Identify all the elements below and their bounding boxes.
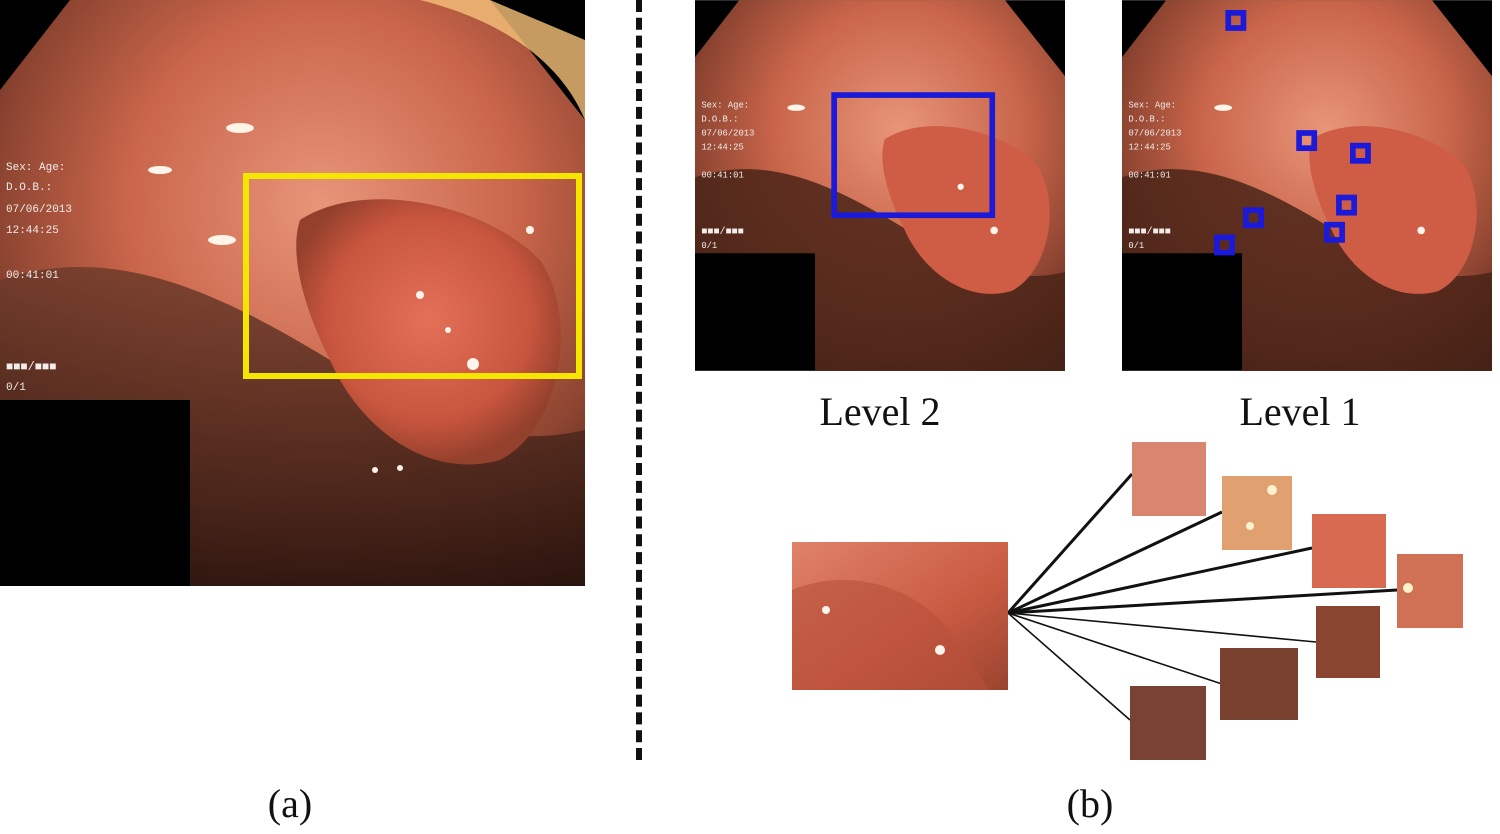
- patch-fan-diagram: [792, 442, 1463, 760]
- patch-7: [1130, 686, 1206, 760]
- patch-3: [1312, 514, 1386, 588]
- patch-6: [1220, 648, 1298, 720]
- region-box-blue: [831, 92, 996, 219]
- endoscopy-image-level2: Sex: Age: D.O.B.: 07/06/2013 12:44:25 00…: [695, 0, 1065, 371]
- patch-1: [1132, 442, 1206, 516]
- label-a: (a): [267, 781, 313, 826]
- l2-overlay-line-3: 07/06/2013: [701, 129, 754, 139]
- label-b: (b): [1066, 781, 1114, 826]
- overlay-line-3: 07/06/2013: [6, 204, 72, 216]
- level2-label: Level 2: [819, 389, 941, 434]
- l2-overlay-line-1: Sex: Age:: [701, 101, 749, 111]
- dashed-divider: [636, 0, 642, 760]
- l1-overlay-line-3: 07/06/2013: [1128, 129, 1181, 139]
- l1-overlay-line-2: D.O.B.:: [1128, 115, 1165, 125]
- overlay-line-7: 0/1: [6, 382, 26, 394]
- region-box-yellow: [243, 173, 582, 379]
- level1-label: Level 1: [1239, 389, 1361, 434]
- l1-overlay-line-6: ■■■/■■■: [1128, 226, 1170, 238]
- patch-marker-7: [1214, 234, 1235, 256]
- l1-overlay-line-4: 12:44:25: [1128, 142, 1170, 152]
- endoscopy-image-level1: Sex: Age: D.O.B.: 07/06/2013 12:44:25 00…: [1122, 0, 1492, 371]
- patch-2: [1222, 476, 1292, 550]
- overlay-line-5: 00:41:01: [6, 270, 59, 282]
- l2-overlay-line-6: ■■■/■■■: [701, 226, 743, 238]
- patch-5: [1316, 606, 1380, 678]
- l2-overlay-line-4: 12:44:25: [701, 142, 743, 152]
- l2-overlay-line-5: 00:41:01: [701, 170, 743, 180]
- overlay-line-4: 12:44:25: [6, 225, 59, 237]
- l1-overlay-line-7: 0/1: [1128, 241, 1144, 251]
- patch-marker-4: [1336, 194, 1357, 216]
- patch-marker-3: [1350, 142, 1371, 164]
- endoscopy-image-a: Sex: Age: D.O.B.: 07/06/2013 12:44:25 00…: [0, 0, 585, 586]
- l1-overlay-line-5: 00:41:01: [1128, 170, 1170, 180]
- patch-marker-5: [1243, 207, 1264, 229]
- l1-overlay-line-1: Sex: Age:: [1128, 101, 1176, 111]
- patch-marker-2: [1296, 130, 1318, 152]
- l2-overlay-line-2: D.O.B.:: [701, 115, 738, 125]
- overlay-line-6: ■■■/■■■: [6, 360, 56, 374]
- patch-marker-6: [1324, 221, 1345, 243]
- overlay-line-1: Sex: Age:: [6, 162, 65, 174]
- overlay-line-2: D.O.B.:: [6, 182, 52, 194]
- l2-overlay-line-7: 0/1: [701, 241, 717, 251]
- patch-marker-1: [1225, 9, 1247, 31]
